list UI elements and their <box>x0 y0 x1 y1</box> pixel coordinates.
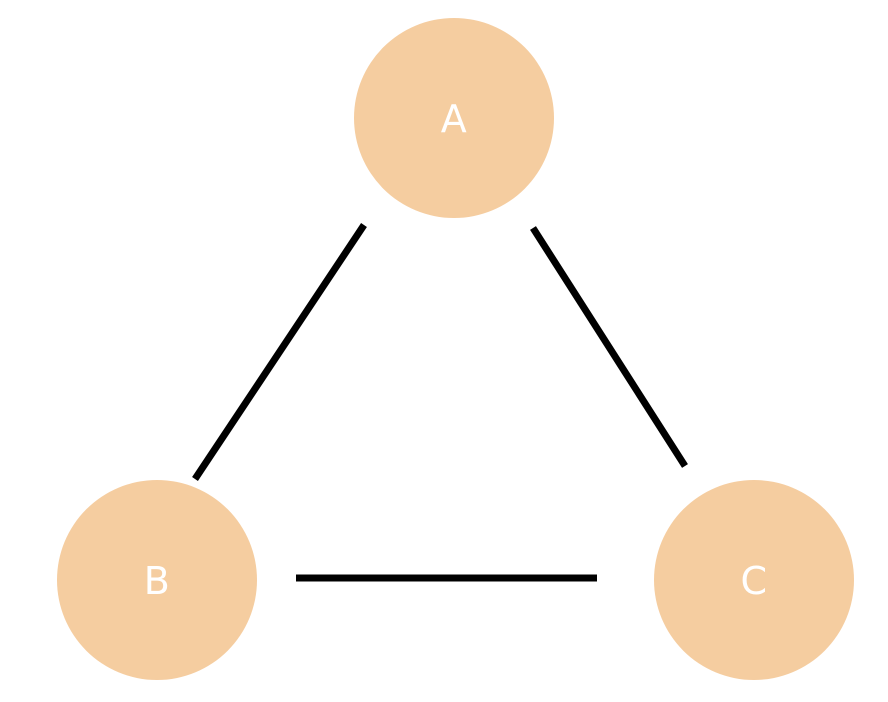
graph-edge-a-c[interactable] <box>530 226 688 468</box>
graph-node-label-b: B <box>144 559 171 603</box>
graph-node-label-c: C <box>740 559 767 603</box>
nodes-layer: A B C <box>57 18 854 680</box>
graph-node-c[interactable]: C <box>654 480 854 680</box>
graph-edge-a-b[interactable] <box>192 223 367 481</box>
graph-node-label-a: A <box>441 97 468 141</box>
graph-node-a[interactable]: A <box>354 18 554 218</box>
graph-node-circle-a[interactable] <box>354 18 554 218</box>
graph-node-b[interactable]: B <box>57 480 257 680</box>
graph-node-circle-b[interactable] <box>57 480 257 680</box>
edges-layer <box>192 223 688 582</box>
graph-node-circle-c[interactable] <box>654 480 854 680</box>
